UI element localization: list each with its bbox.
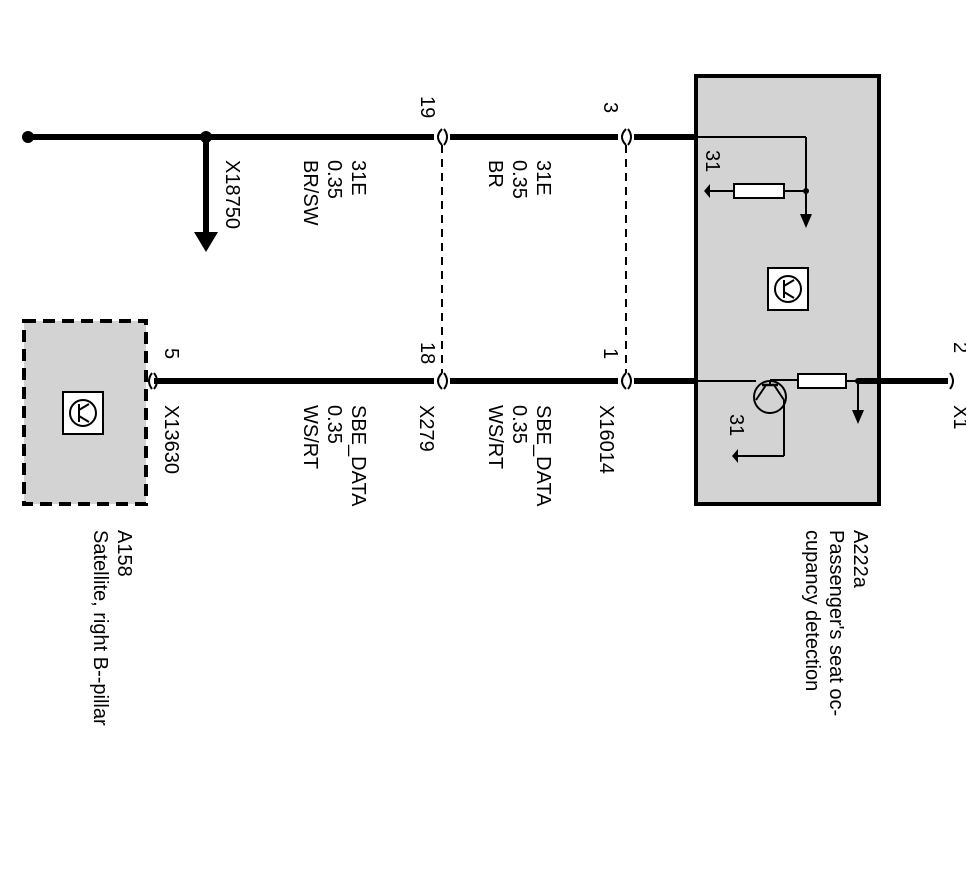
- connector-label-x279: X279: [415, 405, 437, 452]
- pin-label: 1: [599, 348, 621, 359]
- connector-label-x13630: X13630: [160, 405, 182, 474]
- connector-label-x16014: X16014: [595, 405, 617, 474]
- connector-icon: [437, 128, 448, 146]
- pin-label: 5: [160, 348, 182, 359]
- component-id-a158: A158: [113, 530, 135, 577]
- connector-label-x18750: X18750: [221, 160, 243, 229]
- pin-label: 19: [416, 96, 438, 118]
- wire-color: BR/SW: [299, 160, 321, 226]
- resistor-icon: [797, 373, 847, 389]
- ground-icon: [732, 449, 738, 463]
- wire-size: 0.35: [508, 405, 530, 444]
- connector-icon: [621, 128, 632, 146]
- wire-end-dot: [22, 131, 34, 143]
- wire-size: 0.35: [508, 160, 530, 199]
- wire-size: 0.35: [323, 160, 345, 199]
- wire-color: WS/RT: [484, 405, 506, 469]
- ground-pin-label: 31: [725, 414, 747, 436]
- pin-label: 3: [599, 102, 621, 113]
- wire-signal: 31E: [347, 160, 369, 196]
- pin-label: 18: [416, 342, 438, 364]
- ground-pin-label: 31: [701, 150, 723, 172]
- connector-icon: [437, 372, 448, 390]
- connector-icon: [148, 372, 158, 390]
- wire-size: 0.35: [323, 405, 345, 444]
- component-id-a222a: A222a: [849, 530, 871, 589]
- connector-icon: [621, 372, 632, 390]
- resistor-icon: [733, 183, 785, 199]
- component-desc-a222a: Passenger's seat oc-: [825, 530, 847, 716]
- connector-label-partial: X1: [949, 405, 966, 429]
- ground-icon: [704, 184, 710, 198]
- transistor-icon: [767, 267, 809, 311]
- component-desc-a158: Satellite, right B--pillar: [89, 530, 111, 726]
- connector-icon: [949, 372, 954, 390]
- wire-color: WS/RT: [299, 405, 321, 469]
- ground-icon: [852, 410, 864, 424]
- transistor-icon: [62, 391, 104, 435]
- wire-signal: 31E: [532, 160, 554, 196]
- wire-color: BR: [484, 160, 506, 188]
- component-desc-a222a: cupancy detection: [801, 530, 823, 691]
- wire-signal: SBE_DATA: [347, 405, 369, 507]
- ground-icon: [800, 214, 812, 228]
- pin-label: 2: [949, 342, 966, 353]
- arrow-down-icon: [194, 232, 218, 252]
- wire-signal: SBE_DATA: [532, 405, 554, 507]
